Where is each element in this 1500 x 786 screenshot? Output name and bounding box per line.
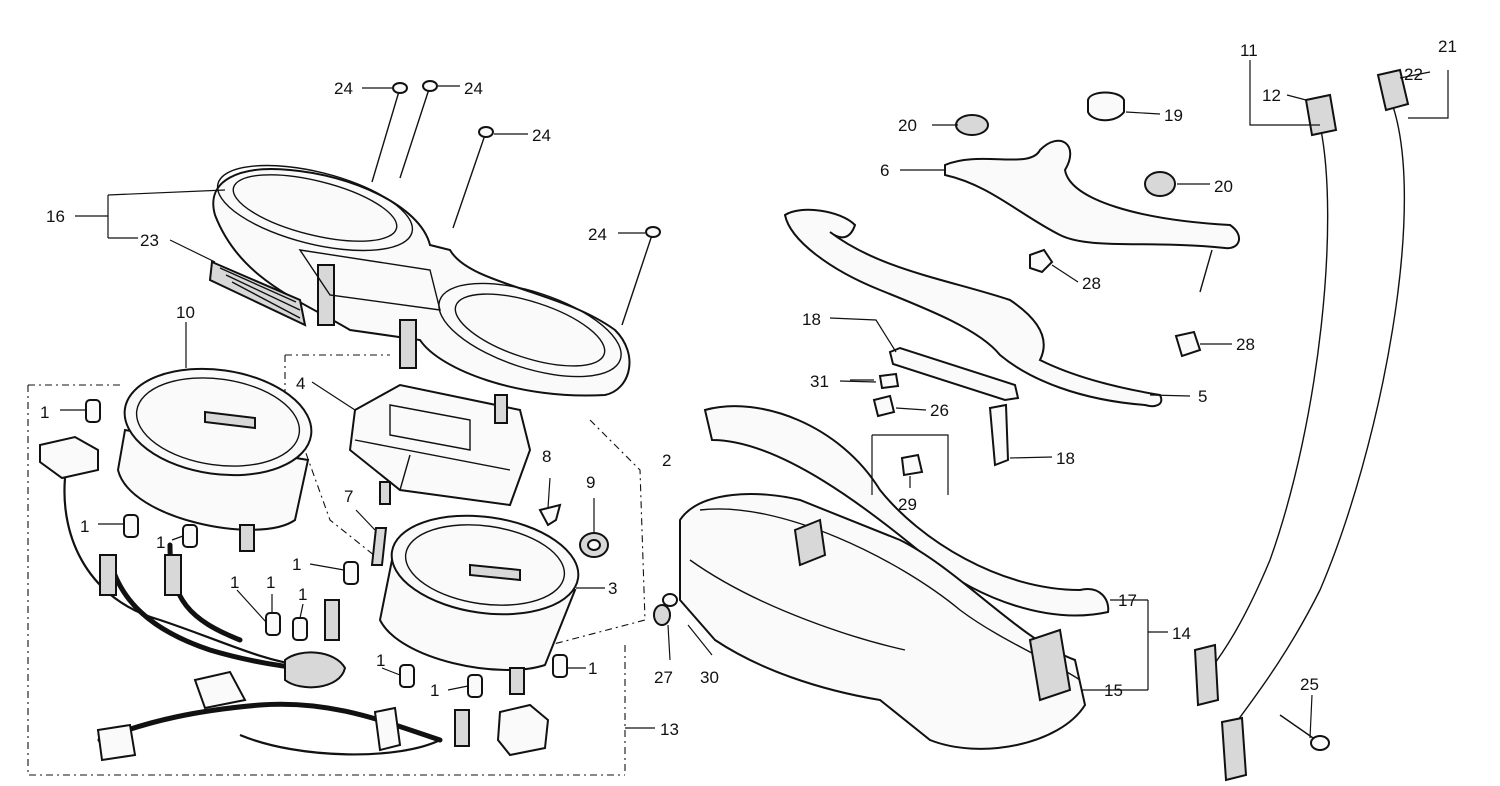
- callout-18-b: 18: [1056, 449, 1075, 468]
- callout-4: 4: [296, 374, 305, 393]
- callout-24-b: 24: [464, 79, 483, 98]
- callout-2: 2: [662, 451, 671, 470]
- callout-25: 25: [1300, 675, 1319, 694]
- meter-case-lower: [679, 405, 1110, 750]
- callout-1-d: 1: [292, 555, 301, 574]
- speedometer: [116, 367, 313, 552]
- small-parts: [370, 503, 609, 566]
- callout-27: 27: [654, 668, 673, 687]
- indicator-strip: [208, 260, 307, 327]
- leader-lines: [60, 60, 1449, 739]
- callout-26: 26: [930, 401, 949, 420]
- callout-1-f: 1: [266, 573, 275, 592]
- callout-13: 13: [660, 720, 679, 739]
- callout-1-e: 1: [230, 573, 239, 592]
- callout-12: 12: [1262, 86, 1281, 105]
- callout-1-c: 1: [156, 533, 165, 552]
- indicator-housing: [348, 383, 532, 507]
- mounting-screws: [371, 80, 661, 326]
- callout-24-d: 24: [588, 225, 607, 244]
- tachometer: [378, 514, 580, 695]
- callout-20-b: 20: [1214, 177, 1233, 196]
- callout-31: 31: [810, 372, 829, 391]
- callout-28-b: 28: [1236, 335, 1255, 354]
- callout-1-j: 1: [588, 659, 597, 678]
- callout-17: 17: [1118, 591, 1137, 610]
- assembly-outlines: [27, 354, 646, 776]
- callout-8: 8: [542, 447, 551, 466]
- callout-29: 29: [898, 495, 917, 514]
- callout-3: 3: [608, 579, 617, 598]
- callout-5: 5: [1198, 387, 1207, 406]
- callout-labels: 24 24 24 24 16 23 10 4 2 8 9 7 3 1 1 1 1…: [40, 37, 1457, 739]
- callout-21: 21: [1438, 37, 1457, 56]
- callout-1-b: 1: [80, 517, 89, 536]
- callout-1-g: 1: [298, 585, 307, 604]
- mounting-stays: [783, 139, 1240, 467]
- callout-24-c: 24: [532, 126, 551, 145]
- callout-9: 9: [586, 473, 595, 492]
- callout-22: 22: [1404, 65, 1423, 84]
- callout-20-a: 20: [898, 116, 917, 135]
- callout-15: 15: [1104, 681, 1123, 700]
- meter-case-upper: [212, 164, 631, 397]
- callout-19: 19: [1164, 106, 1183, 125]
- callout-11: 11: [1240, 41, 1258, 60]
- callout-14: 14: [1172, 624, 1191, 643]
- callout-28-a: 28: [1082, 274, 1101, 293]
- callout-1-i: 1: [430, 681, 439, 700]
- wire-harness: [39, 435, 550, 762]
- callout-1-h: 1: [376, 651, 385, 670]
- callout-1-a: 1: [40, 403, 49, 422]
- callout-23: 23: [140, 231, 159, 250]
- callout-7: 7: [344, 487, 353, 506]
- grommets-and-nuts: [653, 91, 1202, 626]
- callout-30: 30: [700, 668, 719, 687]
- callout-16: 16: [46, 207, 65, 226]
- callout-24-a: 24: [334, 79, 353, 98]
- callout-10: 10: [176, 303, 195, 322]
- callout-6: 6: [880, 161, 889, 180]
- callout-18-a: 18: [802, 310, 821, 329]
